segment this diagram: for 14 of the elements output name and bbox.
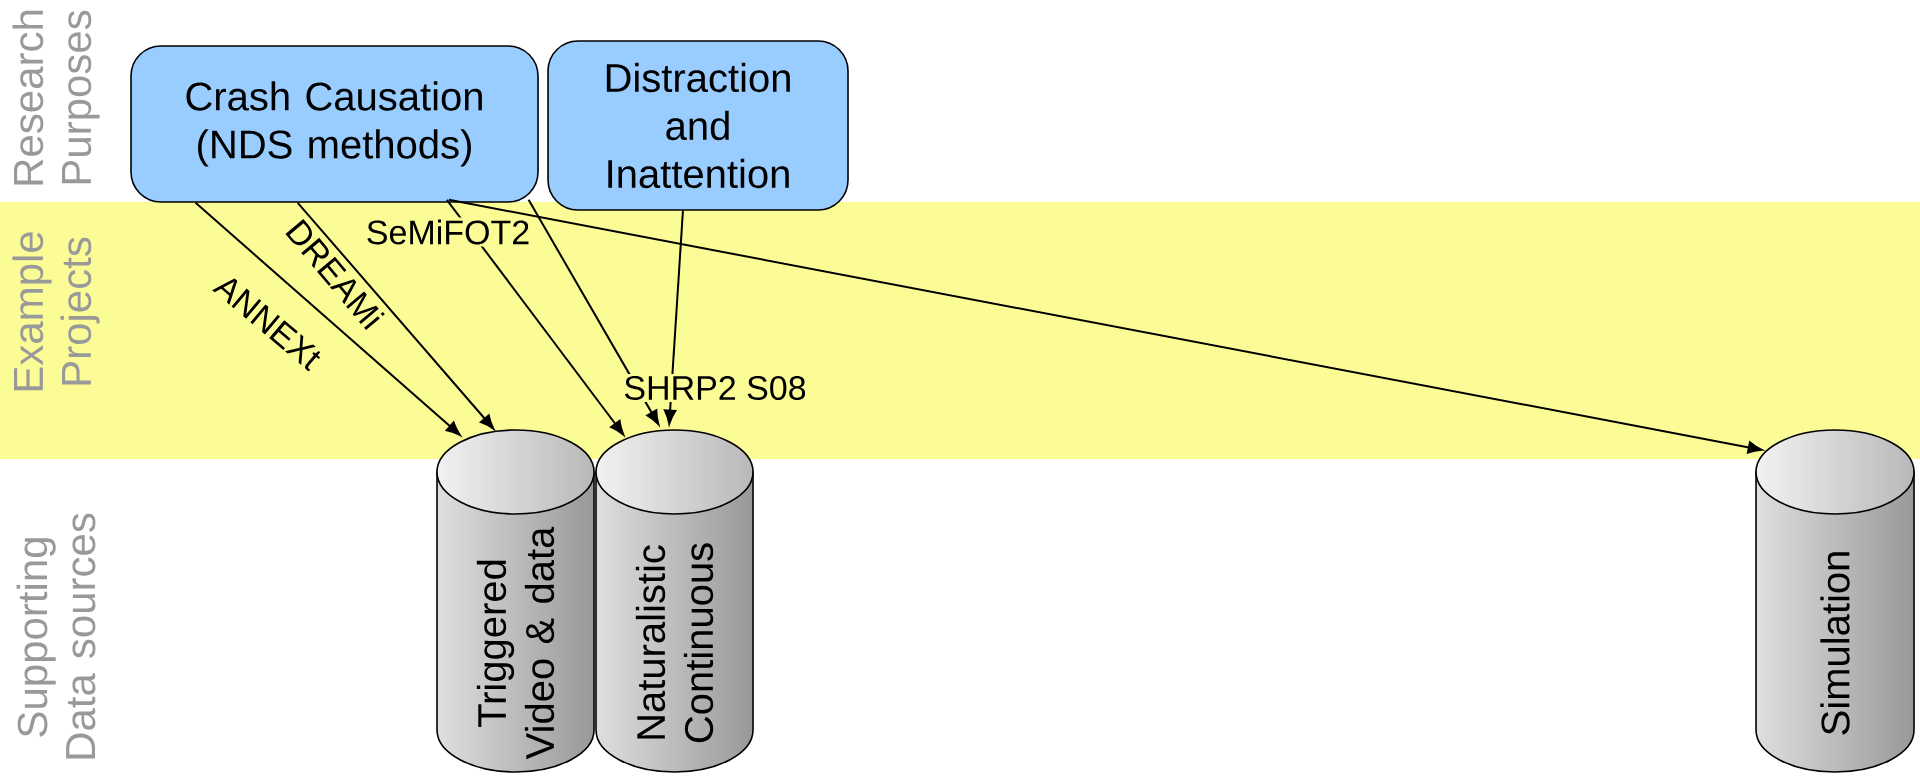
- arrow: [194, 201, 461, 436]
- cylinder: Triggered Video & data: [436, 429, 595, 773]
- row-label: Supporting Data sources: [16, 513, 96, 759]
- arrow: [663, 209, 684, 425]
- arrow: [527, 198, 660, 426]
- edge-label: SHRP2 S08: [621, 373, 809, 403]
- arrow: [296, 201, 495, 430]
- process-box: Crash Causation (NDS methods): [130, 45, 539, 203]
- arrow: [445, 198, 625, 436]
- process-box: Distraction and Inattention: [547, 40, 849, 211]
- cylinder: Naturalistic Continuous: [595, 429, 754, 773]
- row-label: Example Projects: [12, 232, 100, 391]
- arrow: [447, 198, 1763, 454]
- cylinder: Simulation: [1755, 429, 1915, 773]
